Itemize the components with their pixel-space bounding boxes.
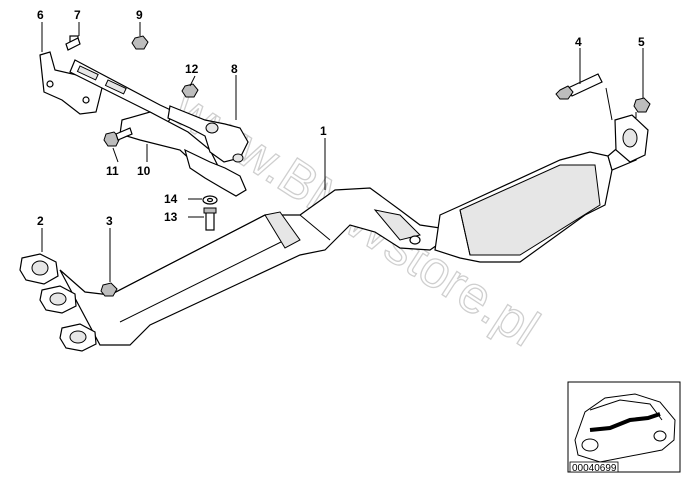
part-number-8: 8	[231, 62, 238, 76]
part-number-7: 7	[74, 8, 81, 22]
nut-12	[181, 83, 199, 98]
part-number-4: 4	[575, 35, 582, 49]
vehicle-thumbnail: 00040699	[567, 381, 681, 474]
nut-3	[100, 282, 118, 297]
part-number-2: 2	[37, 214, 44, 228]
bolt-13	[203, 207, 217, 231]
part-number-6: 6	[37, 8, 44, 22]
nut-5	[633, 97, 651, 113]
washer-14	[202, 195, 218, 205]
thumbnail-code: 00040699	[572, 463, 617, 474]
part-number-5: 5	[638, 35, 645, 49]
part-number-10: 10	[137, 164, 151, 178]
gasket-2	[19, 253, 97, 352]
nut-9	[131, 35, 149, 50]
bolt-4	[555, 73, 603, 100]
part-number-9: 9	[136, 8, 143, 22]
catalytic-converter	[434, 139, 641, 263]
part-number-1: 1	[320, 124, 327, 138]
part-number-3: 3	[106, 214, 113, 228]
bolt-7	[65, 35, 81, 51]
part-number-13: 13	[164, 210, 178, 224]
bolt-11	[103, 127, 133, 147]
pipe-clamp	[167, 105, 249, 197]
part-number-14: 14	[164, 192, 178, 206]
rear-flange	[614, 114, 649, 163]
leader-lines	[41, 22, 644, 282]
part-number-12: 12	[185, 62, 199, 76]
mounting-bracket	[39, 51, 176, 123]
part-number-11: 11	[106, 164, 119, 178]
